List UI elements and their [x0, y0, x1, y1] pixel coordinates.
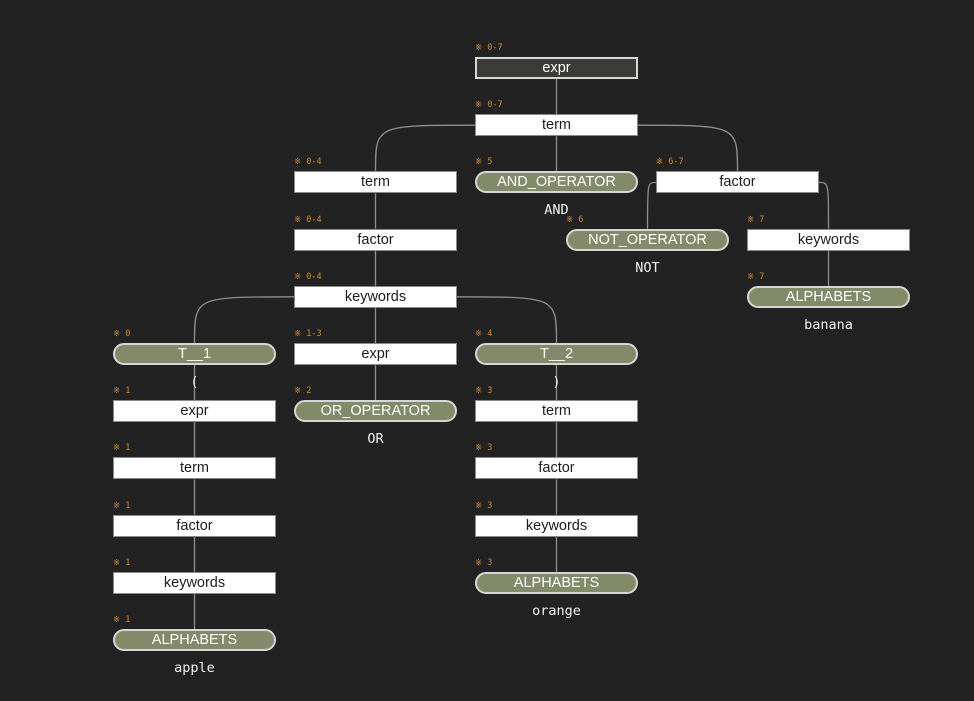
node-range: ※ 3 [475, 386, 493, 397]
token-text: OR [367, 431, 384, 448]
tree-node-keywords[interactable]: ※ 3 keywords [475, 501, 638, 537]
tree-node-alphabets[interactable]: ※ 1 ALPHABETS apple [113, 615, 276, 676]
tree-node-term[interactable]: ※ 3 term [475, 386, 638, 423]
tree-edge [637, 124, 739, 172]
node-label: OR_OPERATOR [294, 400, 457, 423]
tree-node-keywords[interactable]: ※ 1 keywords [113, 558, 276, 594]
tree-node-or-operator[interactable]: ※ 2 OR_OPERATOR OR [294, 386, 457, 447]
node-label: keywords [113, 571, 276, 594]
node-range: ※ 3 [475, 443, 493, 454]
node-range: ※ 4 [475, 329, 493, 339]
node-label: T__1 [113, 343, 276, 365]
token-text: orange [532, 602, 581, 619]
node-range: ※ 0-4 [294, 271, 322, 282]
tree-node-expr[interactable]: ※ 0-7 expr [475, 43, 638, 79]
node-range: ※ 5 [475, 157, 493, 168]
node-range: ※ 0-7 [475, 100, 503, 111]
node-range: ※ 0-7 [475, 43, 503, 53]
tree-node-t--2[interactable]: ※ 4 T__2) [475, 329, 638, 390]
node-label: term [113, 457, 276, 480]
node-label: factor [294, 228, 457, 251]
node-range: ※ 1 [113, 443, 131, 454]
tree-node-not-operator[interactable]: ※ 6 NOT_OPERATOR NOT [566, 215, 729, 276]
node-range: ※ 3 [475, 500, 493, 511]
node-range: ※ 7 [747, 214, 765, 225]
node-range: ※ 3 [475, 557, 493, 568]
node-label: NOT_OPERATOR [566, 228, 729, 251]
token-text: ) [552, 374, 561, 390]
node-range: ※ 6 [566, 214, 584, 225]
node-label: expr [475, 57, 638, 79]
tree-node-and-operator[interactable]: ※ 5 AND_OPERATOR AND [475, 157, 638, 218]
node-label: factor [113, 514, 276, 537]
tree-edge [374, 124, 476, 172]
token-text: NOT [635, 259, 660, 276]
tree-edge [193, 296, 295, 344]
tree-edge [456, 296, 558, 344]
token-text: banana [804, 316, 853, 333]
node-label: ALPHABETS [475, 571, 638, 594]
token-text: AND [544, 202, 569, 219]
token-text: apple [174, 660, 215, 676]
tree-node-term[interactable]: ※ 0-7 term [475, 100, 638, 137]
node-label: term [475, 400, 638, 423]
node-label: T__2 [475, 343, 638, 365]
node-label: expr [294, 343, 457, 365]
node-range: ※ 1 [113, 500, 131, 511]
node-range: ※ 1-3 [294, 329, 322, 339]
tree-node-expr[interactable]: ※ 1-3 expr [294, 329, 457, 365]
node-label: term [294, 171, 457, 194]
tree-node-t--1[interactable]: ※ 0 T__1 ( [113, 329, 276, 390]
tree-node-keywords[interactable]: ※ 0-4 keywords [294, 272, 457, 308]
tree-node-term[interactable]: ※ 0-4 term [294, 157, 457, 194]
node-label: factor [656, 171, 819, 194]
node-range: ※ 2 [294, 386, 312, 397]
tree-node-keywords[interactable]: ※ 7 keywords [747, 215, 910, 251]
node-range: ※ 1 [113, 615, 131, 625]
node-label: AND_OPERATOR [475, 171, 638, 194]
node-range: ※ 0-4 [294, 157, 322, 168]
tree-node-alphabets[interactable]: ※ 7 ALPHABETS banana [747, 272, 910, 333]
node-label: keywords [294, 285, 457, 308]
node-label: keywords [475, 514, 638, 537]
tree-node-factor[interactable]: ※ 1 factor [113, 501, 276, 537]
node-range: ※ 7 [747, 271, 765, 282]
node-range: ※ 1 [113, 557, 131, 568]
node-range: ※ 6-7 [656, 157, 684, 168]
tree-node-alphabets[interactable]: ※ 3 ALPHABETS orange [475, 558, 638, 619]
tree-edge [646, 181, 657, 229]
node-range: ※ 1 [113, 386, 131, 397]
token-text: ( [190, 374, 199, 390]
tree-node-factor[interactable]: ※ 0-4 factor [294, 215, 457, 251]
node-label: ALPHABETS [113, 629, 276, 651]
tree-node-factor[interactable]: ※ 3 factor [475, 443, 638, 480]
node-range: ※ 0 [113, 329, 131, 339]
node-label: term [475, 114, 638, 137]
node-label: expr [113, 400, 276, 423]
tree-node-expr[interactable]: ※ 1 expr [113, 386, 276, 423]
node-label: factor [475, 457, 638, 480]
node-range: ※ 0-4 [294, 214, 322, 225]
node-label: keywords [747, 228, 910, 251]
node-label: ALPHABETS [747, 285, 910, 308]
tree-node-factor[interactable]: ※ 6-7 factor [656, 157, 819, 194]
tree-edge [818, 181, 830, 229]
tree-node-term[interactable]: ※ 1 term [113, 443, 276, 480]
